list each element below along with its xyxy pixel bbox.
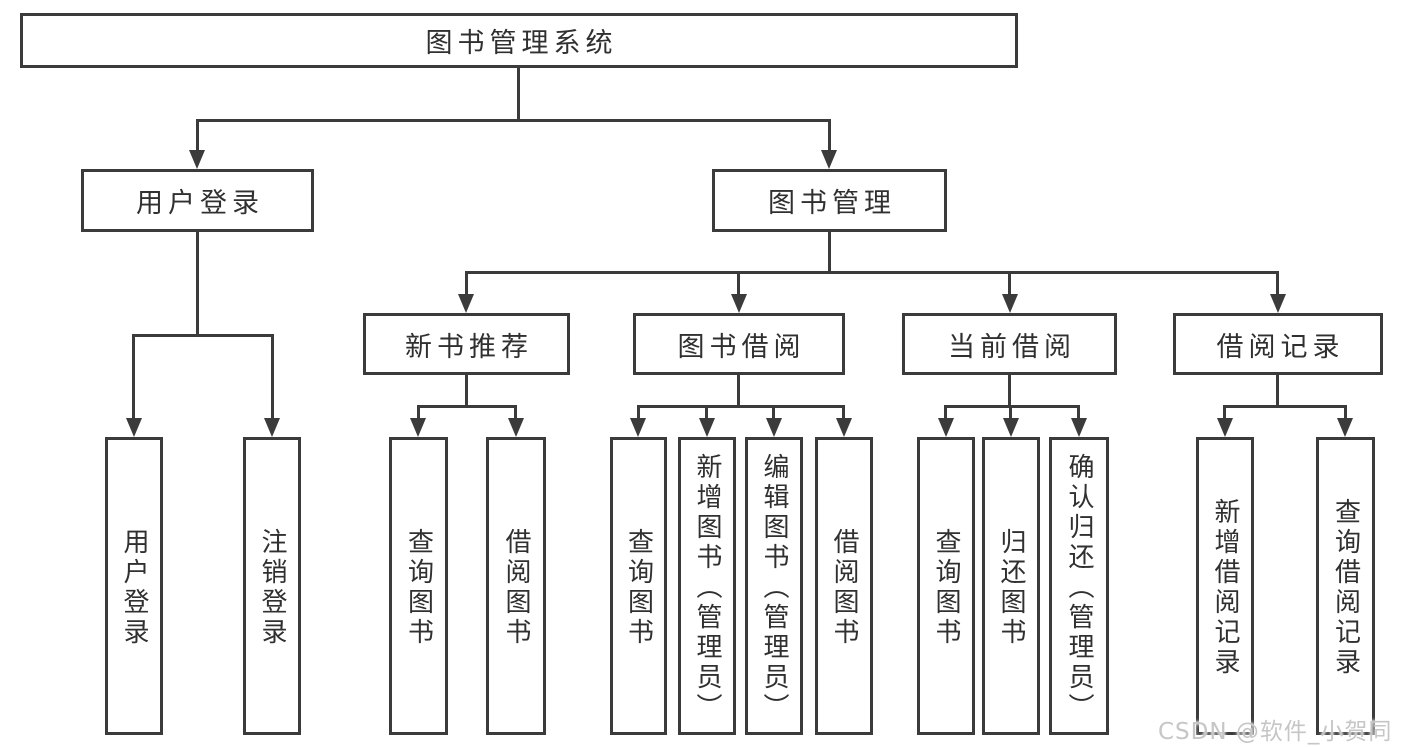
arrowhead-icon (938, 418, 954, 437)
node-label: 查询图书 (623, 528, 654, 648)
node-leaf-add-book-admin: 新增图书（管理员） (678, 437, 736, 735)
node-leaf-user-login: 用户登录 (105, 437, 163, 735)
arrowhead-icon (1071, 418, 1087, 437)
connector-line (517, 68, 520, 122)
connector-line (1276, 271, 1279, 297)
connector-line (1077, 405, 1080, 420)
connector-line (132, 334, 135, 420)
node-leaf-add-borrow-record: 新增借阅记录 (1196, 437, 1254, 735)
connector-line (1008, 271, 1011, 297)
arrowhead-icon (630, 418, 646, 437)
arrowhead-icon (189, 150, 205, 169)
arrowhead-icon (126, 418, 142, 437)
arrowhead-icon (458, 294, 474, 313)
connector-line (944, 405, 947, 420)
connector-line (417, 405, 517, 408)
node-leaf-borrow-books-1: 借阅图书 (486, 437, 546, 735)
connector-line (1009, 405, 1012, 420)
connector-line (828, 232, 831, 274)
node-leaf-query-books-2: 查询图书 (610, 437, 667, 735)
node-label: 当前借阅 (948, 331, 1076, 363)
node-book-borrowing: 图书借阅 (633, 313, 845, 375)
node-leaf-borrow-books-2: 借阅图书 (815, 437, 873, 735)
node-leaf-return-book: 归还图书 (982, 437, 1040, 735)
node-label: 图书管理系统 (425, 28, 618, 59)
connector-line (944, 405, 1080, 408)
csdn-watermark: CSDN @软件_小贺同学 (1158, 719, 1393, 745)
arrowhead-icon (1337, 418, 1353, 437)
arrowhead-icon (508, 418, 524, 437)
node-leaf-query-books-3: 查询图书 (917, 437, 975, 735)
node-leaf-logout: 注销登录 (243, 437, 301, 735)
node-user-login-module: 用户登录 (81, 169, 314, 232)
node-label: 新增借阅记录 (1210, 498, 1240, 678)
connector-line (465, 271, 468, 297)
node-label: 用户登录 (136, 188, 264, 219)
connector-line (196, 232, 199, 337)
node-label: 借阅图书 (829, 528, 859, 648)
connector-line (1276, 375, 1279, 408)
connector-line (465, 271, 1279, 274)
connector-line (132, 334, 274, 337)
node-label: 借阅图书 (501, 528, 531, 648)
node-new-book-recommendation: 新书推荐 (363, 313, 570, 375)
node-leaf-query-borrow-record: 查询借阅记录 (1316, 437, 1375, 735)
connector-line (1223, 405, 1347, 408)
connector-line (271, 334, 274, 420)
connector-line (637, 405, 845, 408)
node-label: 编辑图书（管理员） (759, 453, 789, 723)
node-label: 新书推荐 (405, 331, 533, 363)
connector-line (196, 119, 831, 122)
node-leaf-confirm-return-admin: 确认归还（管理员） (1049, 437, 1109, 735)
node-label: 归还图书 (996, 528, 1026, 648)
connector-line (1008, 375, 1011, 408)
node-current-borrowing: 当前借阅 (902, 313, 1117, 375)
node-label: 确认归还（管理员） (1064, 453, 1094, 723)
node-label: 图书借阅 (677, 331, 806, 363)
arrowhead-icon (766, 418, 782, 437)
arrowhead-icon (1003, 418, 1019, 437)
node-leaf-query-books-1: 查询图书 (389, 437, 448, 735)
node-label: 注销登录 (257, 528, 287, 648)
node-library-management-system: 图书管理系统 (20, 13, 1018, 68)
arrowhead-icon (731, 294, 747, 313)
node-label: 用户登录 (119, 528, 149, 648)
connector-line (465, 375, 468, 408)
connector-line (417, 405, 420, 420)
connector-line (1344, 405, 1347, 420)
arrowhead-icon (1270, 294, 1286, 313)
arrowhead-icon (1002, 294, 1018, 313)
connector-line (737, 375, 740, 408)
node-label: 新增图书（管理员） (692, 453, 722, 723)
connector-line (842, 405, 845, 420)
connector-line (772, 405, 775, 420)
node-label: 查询借阅记录 (1330, 498, 1361, 678)
connector-line (737, 271, 740, 297)
node-label: 查询图书 (403, 528, 434, 648)
connector-line (514, 405, 517, 420)
connector-line (705, 405, 708, 420)
arrowhead-icon (699, 418, 715, 437)
node-label: 查询图书 (931, 528, 961, 648)
connector-line (196, 119, 199, 153)
connector-line (1223, 405, 1226, 420)
connector-line (637, 405, 640, 420)
connector-line (828, 119, 831, 153)
node-book-management-module: 图书管理 (712, 169, 947, 232)
node-label: 借阅记录 (1216, 331, 1345, 363)
arrowhead-icon (264, 418, 280, 437)
arrowhead-icon (410, 418, 426, 437)
node-label: 图书管理 (768, 188, 896, 219)
node-leaf-edit-book-admin: 编辑图书（管理员） (745, 437, 803, 735)
arrowhead-icon (821, 150, 837, 169)
arrowhead-icon (836, 418, 852, 437)
node-borrowing-records: 借阅记录 (1173, 313, 1383, 375)
arrowhead-icon (1217, 418, 1233, 437)
